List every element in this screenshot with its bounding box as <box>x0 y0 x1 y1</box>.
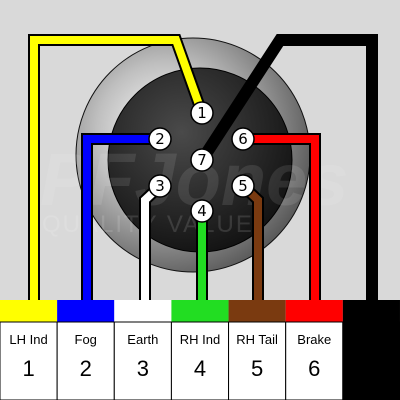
terminal-label-box <box>170 321 230 400</box>
terminal-number: 4 <box>194 356 206 381</box>
pin-3: 3 <box>148 174 172 198</box>
terminal-label: Brake <box>297 332 331 347</box>
terminal-1: LH Ind 1 <box>0 300 58 400</box>
wire-2 <box>83 135 160 300</box>
terminal-number: 2 <box>80 356 92 381</box>
pin-2: 2 <box>148 127 172 151</box>
pin-6: 6 <box>231 127 255 151</box>
pin-circle <box>190 148 214 172</box>
terminal-label: RH Tail <box>236 332 278 347</box>
pin-circle <box>190 101 214 125</box>
terminal-color-band <box>0 300 58 322</box>
pin-number: 3 <box>155 177 165 195</box>
terminal-label: LH Tail <box>352 332 392 347</box>
wire-6 <box>243 135 319 300</box>
terminal-label: Fog <box>75 332 97 347</box>
terminal-6: Brake 6 <box>285 300 344 400</box>
terminal-color-band <box>114 300 172 322</box>
terminal-2: Fog 2 <box>56 300 115 400</box>
terminal-number: 5 <box>251 356 263 381</box>
pin-7: 7 <box>190 148 214 172</box>
pin-circle <box>148 127 172 151</box>
pin-number: 6 <box>238 130 248 148</box>
wire-1 <box>30 36 206 300</box>
pins-group: 1 2 3 4 5 6 7 <box>148 101 255 223</box>
terminal-label-box <box>113 321 172 400</box>
terminal-number: 3 <box>137 356 149 381</box>
terminal-4: RH Ind 4 <box>170 300 230 400</box>
pin-circle <box>148 174 172 198</box>
pin-number: 2 <box>155 130 165 148</box>
terminal-label-box <box>0 321 58 400</box>
terminal-color-band <box>57 300 115 322</box>
terminal-number: 1 <box>22 356 34 381</box>
terminal-color-band <box>342 300 400 322</box>
terminal-color-band <box>285 300 343 322</box>
terminal-label-box <box>285 321 344 400</box>
pin-number: 5 <box>238 177 248 195</box>
pin-number: 7 <box>197 151 207 169</box>
pin-circle <box>190 199 214 223</box>
terminal-strip: LH Ind 1 Fog 2 Earth 3 RH Ind 4 RH Tail 5 Brake 6 LH… <box>0 300 400 400</box>
terminal-label-box <box>56 321 115 400</box>
terminal-3: Earth 3 <box>113 300 172 400</box>
pin-circle <box>231 127 255 151</box>
terminal-5: RH Tail 5 <box>228 300 287 400</box>
pin-circle <box>231 174 255 198</box>
terminal-label: RH Ind <box>180 332 220 347</box>
terminal-label-box <box>342 321 400 400</box>
terminal-7: LH Tail 7 <box>342 300 400 400</box>
terminal-number: 7 <box>365 356 377 381</box>
terminal-label: Earth <box>127 332 158 347</box>
terminal-number: 6 <box>308 356 320 381</box>
wire-7 <box>198 36 376 300</box>
pin-4: 4 <box>190 199 214 223</box>
terminal-color-band <box>171 300 229 322</box>
pin-number: 1 <box>197 104 207 122</box>
terminal-color-band <box>228 300 286 322</box>
terminal-label: LH Ind <box>9 332 47 347</box>
pin-5: 5 <box>231 174 255 198</box>
pin-number: 4 <box>197 202 207 220</box>
pin-1: 1 <box>190 101 214 125</box>
